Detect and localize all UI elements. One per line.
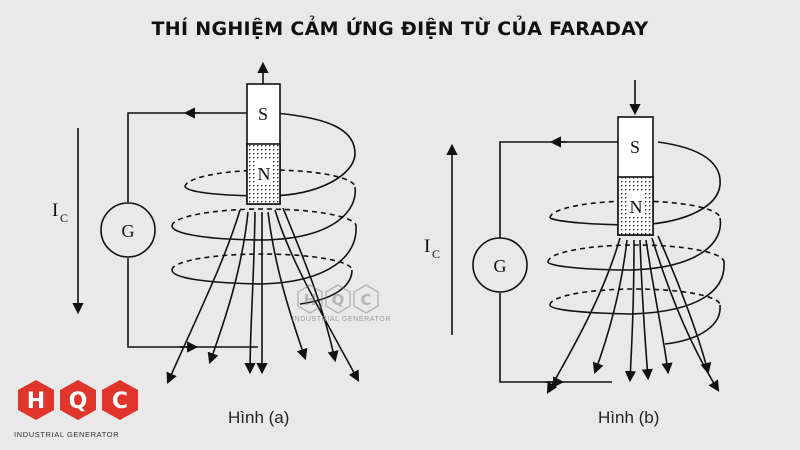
svg-text:Q: Q — [332, 291, 345, 309]
current-a-sub: C — [60, 211, 68, 225]
logo-letter-q: Q — [69, 389, 88, 414]
current-b-sub: C — [432, 247, 440, 261]
galvanometer-a — [100, 202, 156, 258]
caption-b: Hình (b) — [598, 408, 660, 427]
watermark-subtitle: INDUSTRIAL GENERATOR — [292, 316, 391, 323]
figure-b — [446, 80, 725, 394]
hqc-logo: H Q C — [18, 380, 138, 420]
galvanometer-b — [472, 237, 528, 293]
svg-text:H: H — [304, 291, 317, 309]
circuit-wire-b — [499, 141, 618, 238]
caption-a: Hình (a) — [228, 408, 290, 427]
current-a-label: I — [52, 200, 58, 221]
magnet-b-bottom-label: N — [630, 197, 643, 217]
figure-a — [72, 61, 360, 385]
magnet-a-top-label: S — [258, 104, 268, 124]
logo-letter-h: H — [27, 389, 45, 414]
watermark-logo: H Q C — [297, 284, 379, 314]
logo-subtitle: INDUSTRIAL GENERATOR — [14, 430, 120, 439]
current-b-label: I — [424, 236, 430, 257]
galvanometer-b-label: G — [494, 256, 507, 276]
svg-text:C: C — [360, 291, 371, 309]
diagram-title: THÍ NGHIỆM CẢM ỨNG ĐIỆN TỪ CỦA FARADAY — [151, 18, 649, 40]
circuit-wire-a — [127, 112, 255, 202]
galvanometer-a-label: G — [122, 221, 135, 241]
magnet-b-top-label: S — [630, 137, 640, 157]
logo-letter-c: C — [112, 389, 128, 414]
magnet-a-bottom-label: N — [258, 164, 271, 184]
